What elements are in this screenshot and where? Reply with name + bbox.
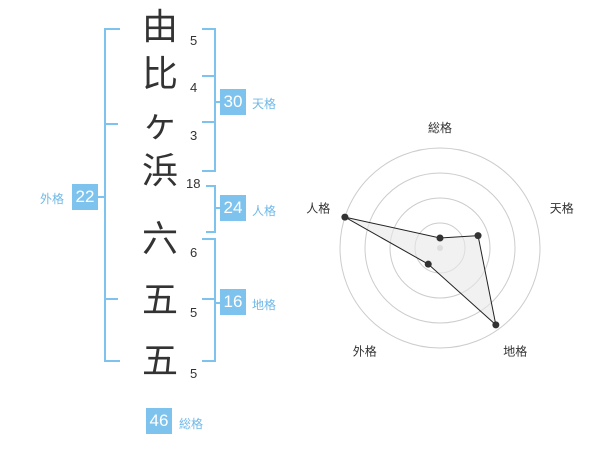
radar-point-5 — [341, 213, 349, 221]
radar-point-1 — [436, 234, 444, 242]
gaikaku-bracket-tick — [106, 123, 118, 125]
tenkaku-bracket — [202, 28, 216, 172]
name-char-5: 六 — [141, 219, 178, 260]
radar-point-4 — [424, 260, 432, 268]
stroke-count-3: 3 — [190, 128, 198, 143]
tenkaku-badge: 30 — [220, 89, 246, 115]
radar-axis-label: 人格 — [306, 200, 330, 215]
gaikaku-bracket-tick — [106, 298, 118, 300]
stroke-count-5: 6 — [190, 245, 198, 260]
chikaku-connector — [214, 302, 220, 304]
jinkaku-connector — [214, 207, 220, 209]
name-char-3: ヶ — [141, 104, 178, 145]
jinkaku-bracket — [206, 185, 216, 233]
radar-shape — [341, 213, 500, 329]
gaikaku-badge: 22 — [72, 184, 98, 210]
radar-axis-label: 外格 — [353, 344, 377, 359]
stroke-count-6: 5 — [190, 305, 198, 320]
radar-point-2 — [474, 232, 482, 240]
chikaku-bracket — [202, 238, 216, 362]
radar-axis-label: 地格 — [503, 344, 527, 359]
tenkaku-label: 天格 — [252, 97, 277, 111]
chikaku-label: 地格 — [252, 298, 277, 312]
stroke-count-1: 5 — [190, 33, 198, 48]
tenkaku-bracket-tick — [202, 121, 214, 123]
chikaku-bracket-tick — [202, 298, 214, 300]
chikaku-badge: 16 — [220, 289, 246, 315]
stroke-count-4: 18 — [186, 176, 201, 191]
soukaku-badge: 46 — [146, 408, 172, 434]
radar-ring — [389, 197, 491, 299]
radar-axis-label: 天格 — [550, 200, 574, 215]
jinkaku-badge: 24 — [220, 195, 246, 221]
name-char-7: 五 — [141, 341, 178, 382]
radar-polygon — [344, 216, 497, 327]
stroke-count-2: 4 — [190, 80, 198, 95]
name-char-6: 五 — [141, 280, 178, 321]
jinkaku-label: 人格 — [252, 204, 277, 218]
stroke-count-7: 5 — [190, 366, 198, 381]
name-char-1: 由 — [141, 7, 178, 48]
gaikaku-bracket — [104, 28, 120, 362]
soukaku-label: 総格 — [179, 417, 204, 431]
radar-axis-label: 総格 — [428, 120, 452, 135]
radar-point-3 — [492, 321, 500, 329]
tenkaku-connector — [214, 101, 220, 103]
name-char-2: 比 — [141, 54, 178, 95]
radar-ring — [339, 147, 541, 349]
gaikaku-label: 外格 — [40, 192, 65, 206]
name-char-4: 浜 — [141, 151, 178, 192]
radar-ring — [364, 172, 516, 324]
tenkaku-bracket-tick — [202, 75, 214, 77]
gaikaku-connector — [98, 196, 106, 198]
